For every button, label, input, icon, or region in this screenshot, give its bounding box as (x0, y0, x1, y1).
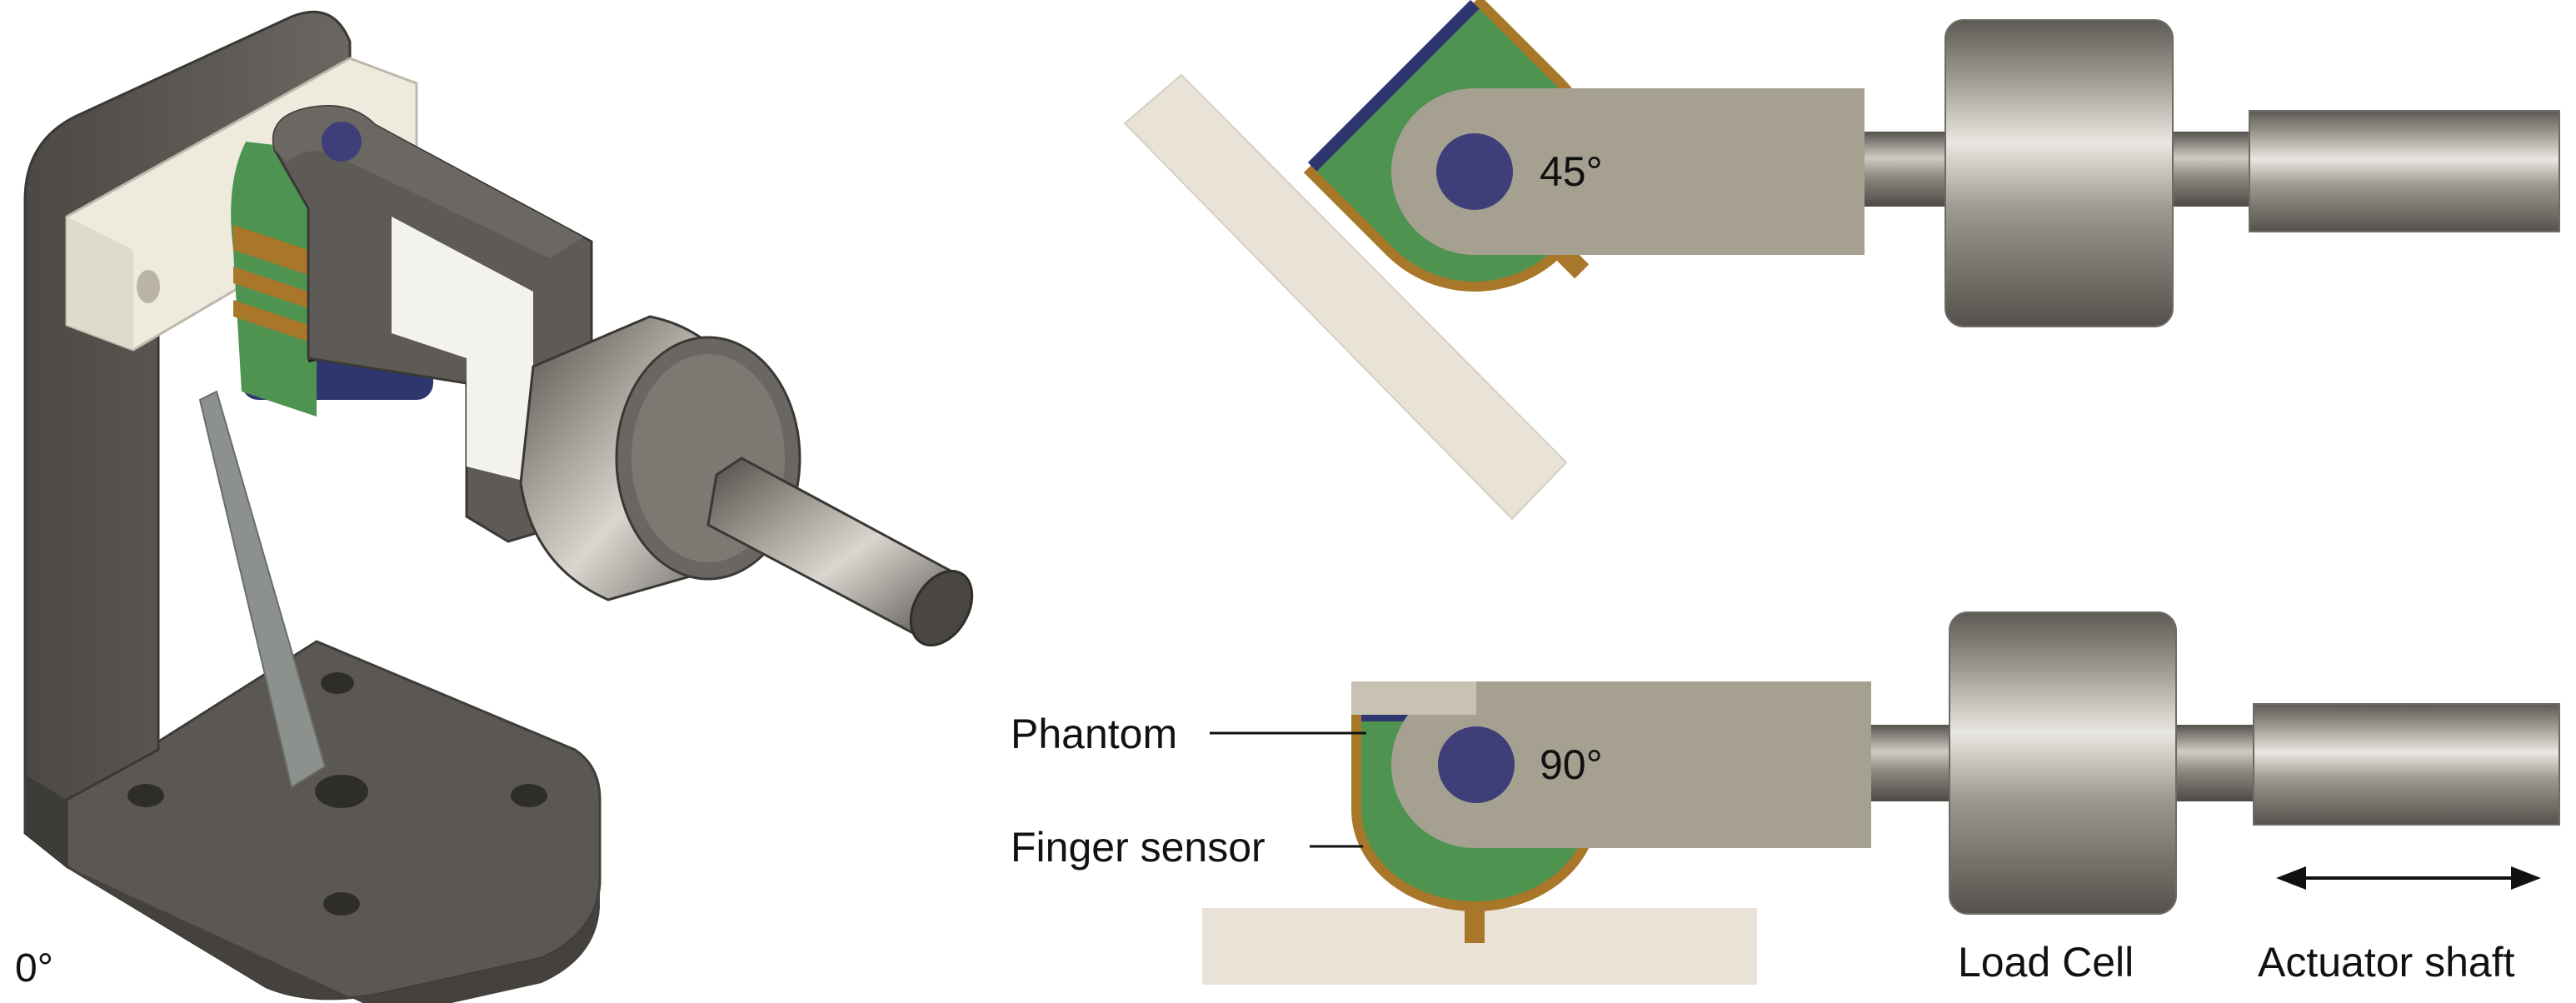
load-cell-45 (1944, 19, 2174, 327)
top-view-45: 45° (1123, 0, 2560, 521)
label-load-cell: Load Cell (1958, 939, 2134, 986)
callout-phantom: Phantom (1011, 711, 1177, 757)
base-holes (127, 672, 547, 916)
pivot-pin-45 (1436, 133, 1513, 210)
iso-shaft (706, 457, 974, 647)
pivot-arm (272, 105, 593, 543)
arm-45 (1391, 88, 1865, 255)
label-actuator-shaft: Actuator shaft (2258, 939, 2515, 986)
phantom-slab-45 (1123, 73, 1568, 521)
bottom-view-90: 90° Phantom Finger sensor Load Cell Actu… (1011, 611, 2560, 986)
actuation-direction-arrow (2276, 866, 2541, 890)
actuator-shaft-45 (2249, 110, 2560, 232)
load-cell-90 (1949, 611, 2177, 915)
angle-label-0: 0° (15, 946, 53, 991)
gusset-rib (198, 390, 327, 789)
angle-label-90: 90° (1540, 741, 1603, 788)
iso-load-cell (519, 315, 801, 601)
pivot-pin-90 (1438, 726, 1515, 803)
pivot-pin (322, 122, 362, 162)
actuator-shaft-90 (2253, 703, 2560, 826)
angle-label-45: 45° (1540, 148, 1603, 195)
isometric-assembly: 0° (15, 10, 974, 1003)
callout-finger-sensor: Finger sensor (1011, 824, 1266, 871)
arm-90 (1351, 681, 1871, 848)
